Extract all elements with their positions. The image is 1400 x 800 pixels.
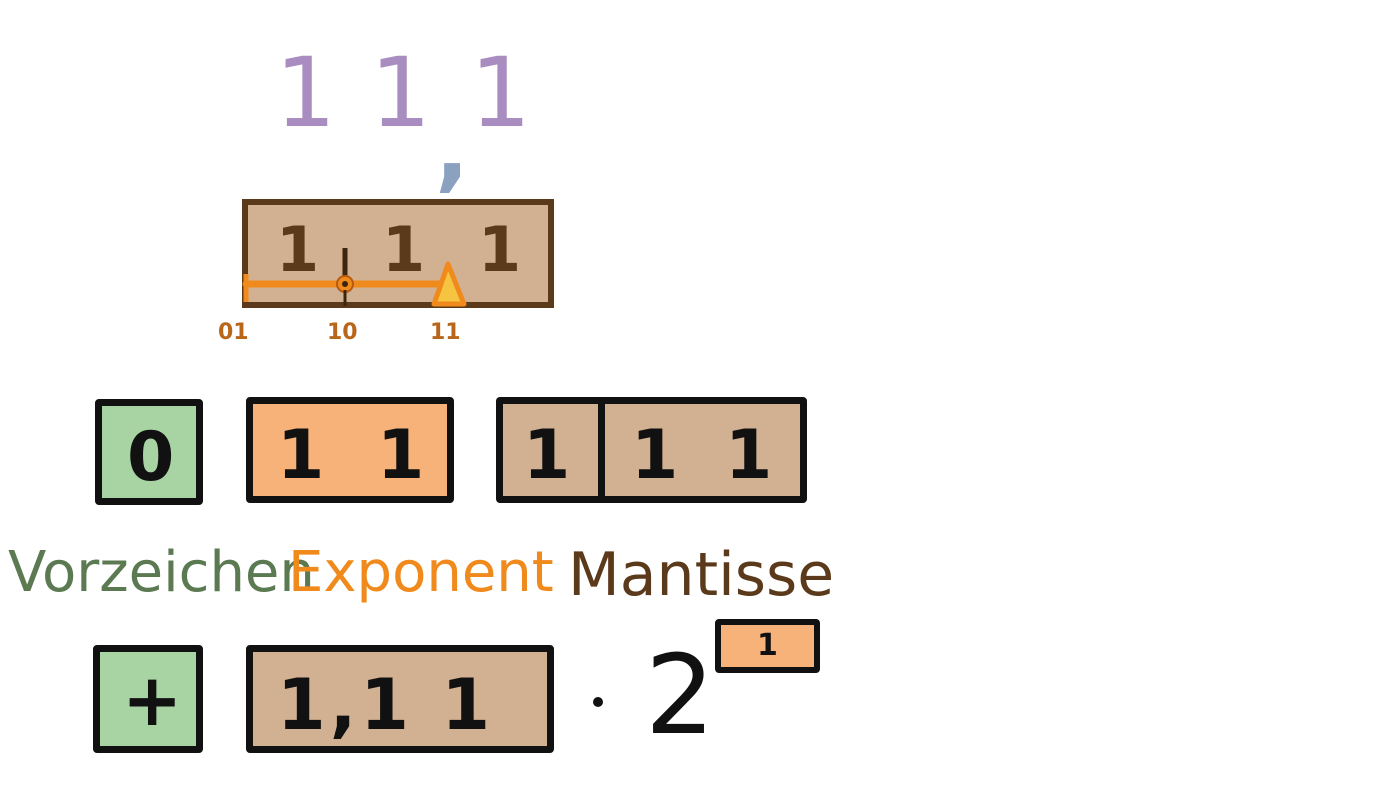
normalized-mantissa-box: 1,1 1	[246, 645, 554, 753]
caption-sign: Vorzeichen	[8, 540, 315, 605]
exponent-bit-1: 1	[277, 416, 325, 495]
scale-label-01: 01	[218, 320, 249, 345]
top-digit-3: 1	[470, 37, 532, 149]
caption-exponent: Exponent	[288, 540, 554, 605]
sign-bit: 0	[127, 418, 175, 497]
multiply-dot	[593, 697, 603, 707]
scale-label-11: 11	[430, 320, 461, 345]
sign-symbol-box: +	[93, 645, 203, 753]
scale-line-svg	[242, 248, 467, 307]
scale-digit-2: 1	[382, 213, 426, 286]
exponent-power-box: 1	[715, 619, 820, 673]
mantissa-bit-3: 1	[725, 416, 773, 495]
exponent-bit-2: 1	[377, 416, 425, 495]
mantissa-scale-box: 1 1 1	[242, 199, 554, 308]
exponent-power: 1	[757, 628, 778, 663]
scale-marker-center	[342, 281, 348, 287]
scale-label-10: 10	[327, 320, 358, 345]
sign-symbol: +	[122, 658, 183, 742]
top-digit-2: 1	[370, 37, 432, 149]
top-comma: ,	[435, 97, 470, 202]
caption-mantissa: Mantisse	[568, 540, 835, 610]
mantissa-divider	[598, 404, 605, 496]
exponent-bits-box: 1 1	[246, 397, 454, 503]
mantissa-bit-2: 1	[631, 416, 679, 495]
top-digit-1: 1	[275, 37, 337, 149]
normalized-mantissa: 1,1 1	[277, 664, 495, 746]
pointer-triangle-icon	[431, 261, 467, 307]
base-two: 2	[645, 631, 715, 759]
sign-bit-box: 0	[95, 399, 203, 505]
mantissa-bit-1: 1	[523, 416, 571, 495]
scale-digit-1: 1	[276, 213, 320, 286]
scale-digit-3: 1	[478, 213, 522, 286]
mantissa-bits-box: 1 1 1	[496, 397, 807, 503]
